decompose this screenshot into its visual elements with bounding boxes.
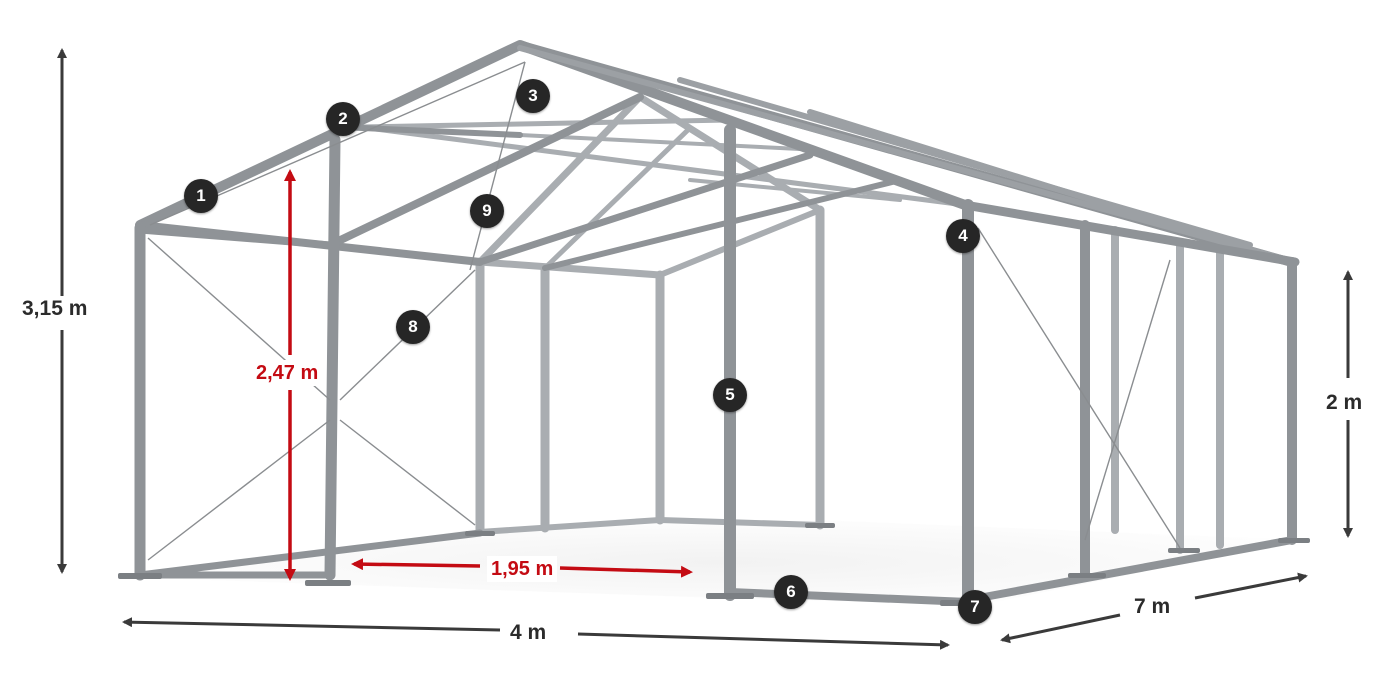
callout-badge-8: 8 [396, 310, 430, 344]
length-arrow-right [1194, 572, 1308, 600]
dimension-arrows [57, 48, 1353, 650]
bay-spacing-label: 1,95 m [487, 556, 558, 582]
callout-badge-6: 6 [774, 575, 808, 609]
width-label: 4 m [506, 620, 551, 646]
width-arrow-right [577, 632, 950, 650]
inner-height-label: 2,47 m [252, 360, 323, 386]
callout-badge-3: 3 [516, 79, 550, 113]
foot-plates [118, 523, 1310, 606]
callout-badge-1: 1 [184, 179, 218, 213]
side-height-label: 2 m [1322, 390, 1367, 416]
length-label: 7 m [1130, 594, 1175, 620]
callout-badge-5: 5 [713, 378, 747, 412]
total-height-label: 3,15 m [18, 296, 92, 322]
back-frame [357, 92, 1224, 554]
bay-arrow-left [351, 558, 481, 571]
main-frame [134, 40, 1300, 606]
bay-arrow-right [559, 565, 693, 578]
callout-badge-9: 9 [470, 194, 504, 228]
callout-badge-2: 2 [326, 102, 360, 136]
width-arrow-left [122, 617, 501, 632]
length-arrow-left [1000, 613, 1121, 644]
callout-badge-4: 4 [946, 219, 980, 253]
callout-badge-7: 7 [958, 590, 992, 624]
